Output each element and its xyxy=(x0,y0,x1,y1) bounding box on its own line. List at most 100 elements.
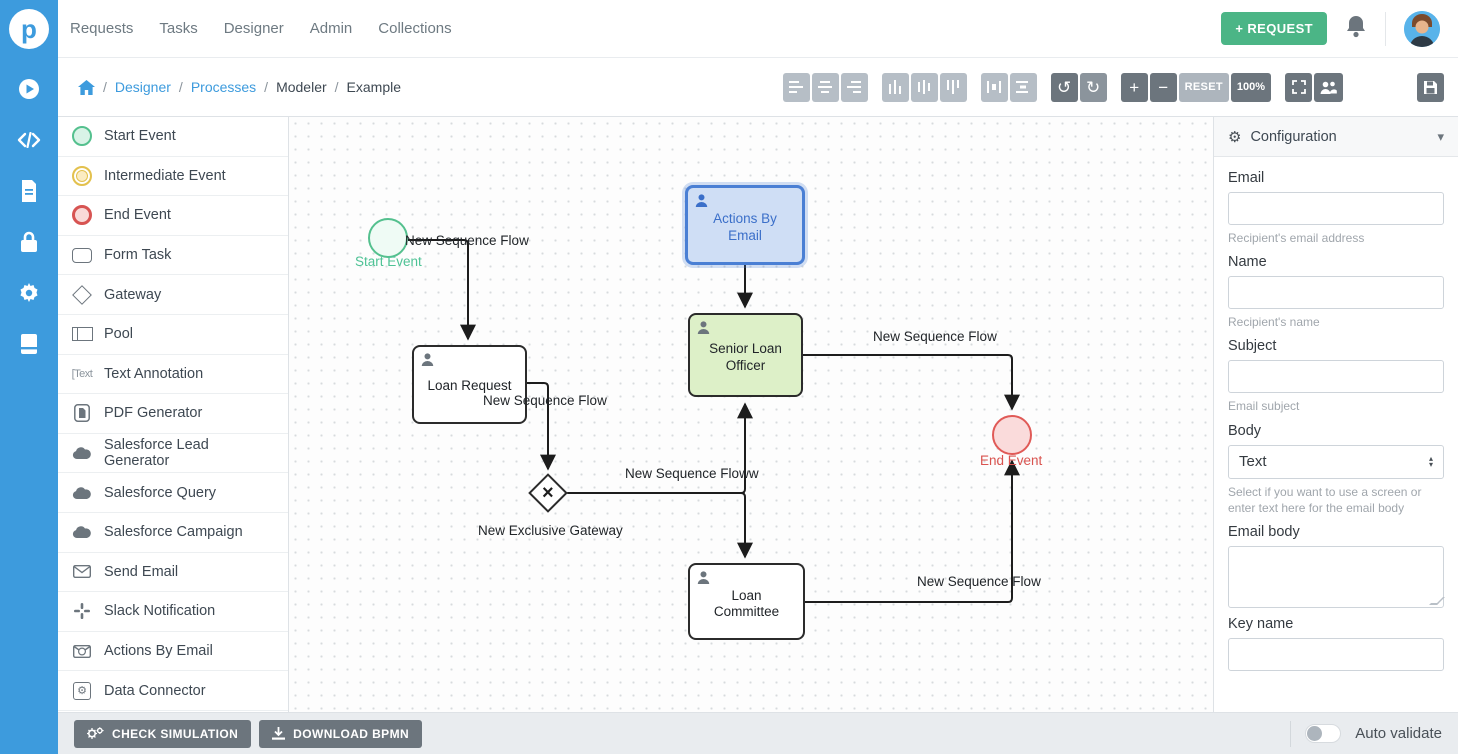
palette-item-text-annotation[interactable]: [Text Text Annotation xyxy=(58,354,288,395)
align-right-button[interactable] xyxy=(840,72,868,102)
pdf-icon xyxy=(70,404,94,423)
pool-icon xyxy=(70,327,94,342)
palette-item-label: Pool xyxy=(104,326,134,343)
download-bpmn-button[interactable]: DOWNLOAD BPMN xyxy=(259,719,423,748)
key-name-field-label: Key name xyxy=(1228,615,1294,632)
palette-item-salesforce-lead-generator[interactable]: Salesforce Lead Generator xyxy=(58,433,288,474)
form-task-icon xyxy=(70,247,94,263)
resize-grip-icon[interactable] xyxy=(1429,596,1445,605)
breadcrumb-designer[interactable]: Designer xyxy=(114,79,171,95)
processmaker-logo[interactable]: p xyxy=(0,0,58,58)
fit-to-screen-button[interactable] xyxy=(1285,72,1312,102)
palette-item-salesforce-campaign[interactable]: Salesforce Campaign xyxy=(58,512,288,553)
gear-icon[interactable] xyxy=(16,280,42,306)
palette-item-pdf-generator[interactable]: PDF Generator xyxy=(58,394,288,434)
distribute-vertical-button[interactable] xyxy=(1009,72,1037,102)
plus-icon: + xyxy=(1129,77,1140,97)
align-middle-vertical-button[interactable] xyxy=(910,72,938,102)
palette-item-pool[interactable]: Pool xyxy=(58,314,288,355)
loan-request-task[interactable]: Loan Request xyxy=(412,345,527,424)
sequence-flows xyxy=(408,239,1020,603)
menu-item-collections[interactable]: Collections xyxy=(378,20,452,37)
actions-by-email-icon xyxy=(70,644,94,659)
palette-item-label: Text Annotation xyxy=(104,365,204,382)
body-field-label: Body xyxy=(1228,422,1262,439)
play-circle-icon[interactable] xyxy=(16,76,42,102)
gateway-icon xyxy=(70,284,94,305)
configuration-title: Configuration xyxy=(1250,128,1337,145)
config-gear-icon: ⚙ xyxy=(1228,128,1242,146)
align-bottom-button[interactable] xyxy=(881,72,909,102)
menu-item-requests[interactable]: Requests xyxy=(70,20,134,37)
processmaker-logo-icon: p xyxy=(9,9,49,49)
zoom-out-button[interactable]: − xyxy=(1149,72,1177,102)
book-icon[interactable] xyxy=(16,331,42,357)
palette-item-data-connector[interactable]: ⚙ Data Connector xyxy=(58,671,288,711)
name-field[interactable] xyxy=(1228,276,1444,310)
save-icon xyxy=(1424,80,1437,94)
zoom-in-button[interactable]: + xyxy=(1120,72,1148,102)
palette-item-form-task[interactable]: Form Task xyxy=(58,235,288,276)
document-icon[interactable] xyxy=(16,178,42,204)
end-event-node[interactable] xyxy=(992,415,1032,455)
flow-gateway-to-committee xyxy=(737,492,753,559)
flow-label: New Sequence Flow xyxy=(483,393,607,408)
email-field[interactable] xyxy=(1228,192,1444,225)
zoom-reset-button[interactable]: RESET xyxy=(1178,72,1229,102)
palette-item-actions-by-email[interactable]: Actions By Email xyxy=(58,631,288,672)
check-simulation-button[interactable]: CHECK SIMULATION xyxy=(74,719,252,748)
menu-item-designer[interactable]: Designer xyxy=(223,20,284,37)
senior-loan-officer-task[interactable]: Senior Loan Officer xyxy=(688,313,803,397)
subject-field[interactable] xyxy=(1228,360,1444,394)
distribute-horizontal-button[interactable] xyxy=(980,72,1008,102)
palette-item-send-email[interactable]: Send Email xyxy=(58,552,288,593)
redo-button[interactable]: ↻ xyxy=(1079,72,1107,102)
task-label: Loan Committee xyxy=(713,587,780,620)
align-left-button[interactable] xyxy=(782,72,810,102)
home-icon[interactable] xyxy=(78,79,95,95)
end-event-label: End Event xyxy=(980,453,1043,468)
undo-button[interactable]: ↺ xyxy=(1050,72,1078,102)
footer-divider xyxy=(1290,720,1292,747)
align-top-button[interactable] xyxy=(939,72,967,102)
start-event-icon xyxy=(70,126,94,147)
user-icon xyxy=(697,321,710,339)
configuration-accordion-header[interactable]: ⚙ Configuration ▾ xyxy=(1214,117,1458,157)
menu-item-tasks[interactable]: Tasks xyxy=(159,20,198,37)
element-palette: Start Event Intermediate Event End Event… xyxy=(58,117,289,712)
subject-field-label: Subject xyxy=(1228,338,1277,355)
flow-label: New Sequence Flow xyxy=(405,233,529,248)
auto-validate-toggle[interactable] xyxy=(1305,724,1342,743)
flow-loan-request-to-gateway xyxy=(527,382,556,471)
code-icon[interactable] xyxy=(16,127,42,153)
email-body-textarea[interactable] xyxy=(1228,545,1445,608)
menu-item-admin[interactable]: Admin xyxy=(309,20,353,37)
palette-item-start-event[interactable]: Start Event xyxy=(58,117,288,157)
palette-item-end-event[interactable]: End Event xyxy=(58,196,288,236)
palette-item-intermediate-event[interactable]: Intermediate Event xyxy=(58,156,288,197)
start-event-node[interactable] xyxy=(368,218,408,258)
zoom-level-button[interactable]: 100% xyxy=(1230,72,1271,102)
palette-item-label: Gateway xyxy=(104,286,162,303)
fit-icon xyxy=(1291,80,1306,94)
lock-icon[interactable] xyxy=(16,229,42,255)
new-request-button[interactable]: + REQUEST xyxy=(1221,12,1327,45)
body-field-help: Select if you want to use a screen or en… xyxy=(1228,484,1422,515)
user-avatar[interactable] xyxy=(1404,10,1440,47)
align-center-horizontal-button[interactable] xyxy=(811,72,839,102)
bpmn-canvas[interactable]: Start Event New Sequence Flow Loan Reque… xyxy=(289,117,1213,712)
palette-item-gateway[interactable]: Gateway xyxy=(58,275,288,315)
body-type-select[interactable]: Text ▴▾ xyxy=(1228,444,1444,479)
download-bpmn-label: DOWNLOAD BPMN xyxy=(293,726,410,741)
palette-item-slack-notification[interactable]: Slack Notification xyxy=(58,592,288,632)
assignees-button[interactable] xyxy=(1314,72,1343,102)
loan-committee-task[interactable]: Loan Committee xyxy=(688,563,805,640)
palette-item-salesforce-query[interactable]: Salesforce Query xyxy=(58,473,288,513)
notifications-bell-icon[interactable] xyxy=(1345,14,1367,43)
save-button[interactable] xyxy=(1417,72,1444,102)
breadcrumb-processes[interactable]: Processes xyxy=(190,79,257,95)
actions-by-email-task[interactable]: Actions By Email xyxy=(685,185,805,265)
breadcrumb-modeler: Modeler xyxy=(276,79,327,95)
key-name-field[interactable] xyxy=(1228,637,1444,671)
palette-item-label: Salesforce Campaign xyxy=(104,524,243,541)
